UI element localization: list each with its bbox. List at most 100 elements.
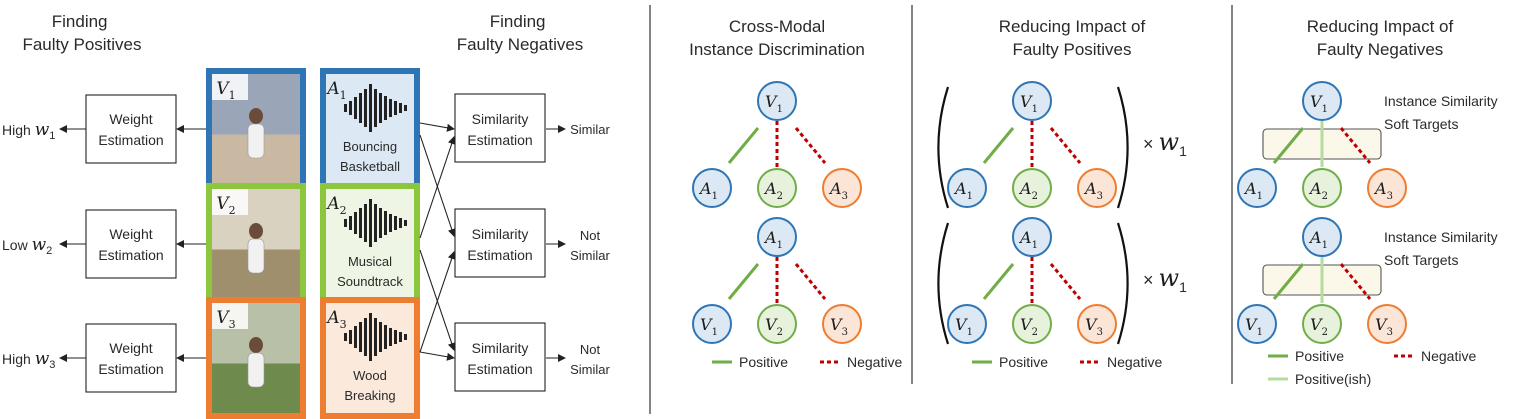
- node-circle: [822, 304, 862, 344]
- node: A2: [757, 168, 797, 208]
- weight-estimation-box: [85, 323, 177, 393]
- waveform-bar: [379, 208, 382, 238]
- node-label: A1: [763, 228, 783, 251]
- waveform-bar: [354, 326, 357, 348]
- person-body: [247, 238, 265, 274]
- waveform-bar: [344, 219, 347, 227]
- node-circle: [757, 81, 797, 121]
- waveform-bar: [369, 84, 372, 132]
- node-label: A1: [953, 179, 973, 202]
- left-parenthesis: [937, 222, 950, 345]
- similarity-estimation-box: [454, 322, 546, 392]
- waveform-bar: [364, 89, 367, 127]
- waveform-bar: [394, 101, 397, 115]
- video-thumbnail: [212, 303, 300, 413]
- audio-similarity-connector: [419, 249, 456, 351]
- right-parenthesis: [1116, 222, 1129, 345]
- left-parenthesis: [937, 86, 950, 209]
- node-circle: [1302, 81, 1342, 121]
- node: A1: [757, 217, 797, 257]
- waveform-bar: [374, 89, 377, 127]
- node-label: V1: [765, 92, 783, 115]
- positive-edge: [982, 263, 1015, 300]
- node-circle: [757, 168, 797, 208]
- node: A1: [1012, 217, 1052, 257]
- title-faulty-positives: Finding Faulty Positives: [22, 12, 141, 54]
- node-circle: [1012, 168, 1052, 208]
- negative-edge: [1339, 263, 1372, 300]
- video-label-bg: [212, 303, 248, 329]
- node-label: V3: [830, 315, 848, 338]
- node: V2: [1302, 304, 1342, 344]
- node-label: A3: [1083, 179, 1103, 202]
- legend-positive-label: Positive: [739, 354, 788, 370]
- waveform-bar: [404, 220, 407, 226]
- waveform-bar: [374, 204, 377, 242]
- weight-label: High w3: [2, 349, 55, 371]
- left-panel: Finding Faulty Positives Finding Faulty …: [2, 12, 611, 419]
- negative-edge: [1049, 127, 1082, 164]
- person-body: [247, 123, 265, 159]
- node: A3: [1367, 168, 1407, 208]
- waveform-bar: [384, 96, 387, 120]
- negative-edge: [794, 127, 827, 164]
- node-label: A2: [763, 179, 783, 202]
- node-circle: [1302, 217, 1342, 257]
- audio-label: A3: [325, 308, 346, 331]
- waveform-bar: [349, 330, 352, 344]
- node-label: A2: [1018, 179, 1038, 202]
- waveform-bar: [349, 101, 352, 115]
- video-label-bg: [212, 74, 248, 100]
- audio-label: A1: [325, 79, 346, 102]
- audio-waveform-icon: [344, 84, 407, 132]
- node-label: A1: [1018, 228, 1038, 251]
- node-circle: [1237, 168, 1277, 208]
- weight-multiplier: × w1: [1143, 264, 1187, 295]
- node: A1: [947, 168, 987, 208]
- legend-positive-ish-label: Positive(ish): [1295, 371, 1371, 387]
- node-circle: [947, 304, 987, 344]
- positive-edge: [1272, 263, 1305, 300]
- node-label: V2: [1310, 315, 1328, 338]
- node: V1: [757, 81, 797, 121]
- right-parenthesis: [1116, 86, 1129, 209]
- legend-positive-label: Positive: [999, 354, 1048, 370]
- video-label: V2: [216, 194, 235, 217]
- waveform-bar: [369, 313, 372, 361]
- person-head: [249, 337, 263, 353]
- waveform-bar: [399, 218, 402, 228]
- node: A1: [1302, 217, 1342, 257]
- node: V1: [1012, 81, 1052, 121]
- node-circle: [1237, 304, 1277, 344]
- positive-edge: [1272, 127, 1305, 164]
- video-thumbnail: [212, 74, 300, 184]
- audio-waveform-icon: [344, 313, 407, 361]
- node-label: V1: [1245, 315, 1263, 338]
- node-circle: [757, 304, 797, 344]
- waveform-bar: [379, 93, 382, 123]
- node-label: V1: [1310, 92, 1328, 115]
- node-circle: [947, 168, 987, 208]
- node: V1: [692, 304, 732, 344]
